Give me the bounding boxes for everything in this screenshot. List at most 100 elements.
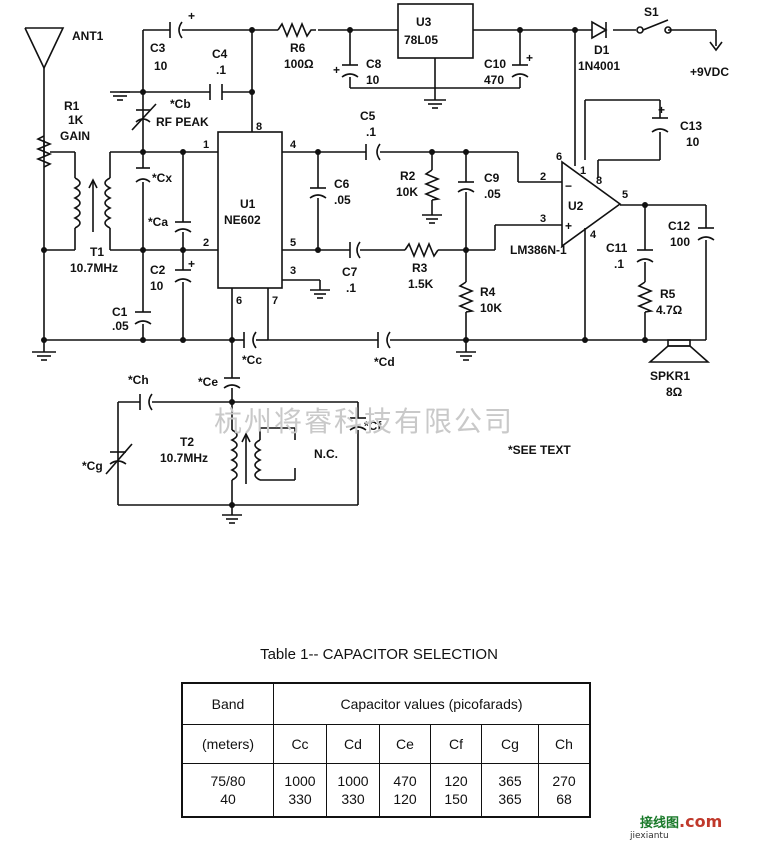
label-d1-ref: D1 bbox=[594, 43, 610, 57]
label-ca: *Ca bbox=[148, 215, 168, 229]
label-c11-ref: C11 bbox=[606, 241, 628, 255]
band-value: 40 bbox=[220, 791, 236, 807]
label-c1-ref: C1 bbox=[112, 305, 128, 319]
label-cd: *Cd bbox=[374, 355, 395, 369]
band-header: Band bbox=[181, 683, 274, 725]
u2-pin6: 6 bbox=[556, 151, 562, 163]
ce-value: 120 bbox=[393, 791, 417, 807]
label-r2-ref: R2 bbox=[400, 169, 416, 183]
column-header-cc: Cc bbox=[273, 724, 327, 764]
band-value: 75/80 bbox=[210, 773, 246, 789]
ce-value: 470 bbox=[393, 773, 417, 789]
label-u1-val: NE602 bbox=[224, 213, 261, 227]
wires bbox=[24, 27, 717, 515]
label-c10-ref: C10 bbox=[484, 57, 506, 71]
label-r6-ref: R6 bbox=[290, 41, 306, 55]
watermark: 杭州将睿科技有限公司 bbox=[214, 405, 515, 438]
label-c3-ref: C3 bbox=[150, 41, 166, 55]
label-r1-ref: R1 bbox=[64, 99, 80, 113]
u2-plus: + bbox=[565, 219, 572, 233]
label-cc: *Cc bbox=[242, 353, 262, 367]
label-t1-val: 10.7MHz bbox=[70, 261, 118, 275]
label-rf-peak: RF PEAK bbox=[156, 115, 209, 129]
c2-plus: + bbox=[188, 257, 195, 271]
label-c7-val: .1 bbox=[346, 281, 356, 295]
label-c13-ref: C13 bbox=[680, 119, 702, 133]
ch-value: 270 bbox=[552, 773, 576, 789]
circuit-schematic: ANT1 R1 1K GAIN C3 10 + C4 .1 R6 100Ω U3… bbox=[24, 3, 729, 524]
label-ant1: ANT1 bbox=[72, 29, 104, 43]
band-unit: (meters) bbox=[181, 724, 274, 764]
label-c8-val: 10 bbox=[366, 73, 380, 87]
label-r4-val: 10K bbox=[480, 301, 502, 315]
band-cell: 75/80 40 bbox=[181, 763, 274, 817]
cd-value: 1000 bbox=[337, 773, 369, 789]
label-d1-val: 1N4001 bbox=[578, 59, 620, 73]
u2-pin4: 4 bbox=[590, 229, 597, 241]
ch-value: 68 bbox=[556, 791, 572, 807]
label-s1-ref: S1 bbox=[644, 5, 659, 19]
label-c9-val: .05 bbox=[484, 187, 501, 201]
capacitor-table: Band Capacitor values (picofarads) (mete… bbox=[181, 682, 591, 818]
label-u2-ref: U2 bbox=[568, 199, 584, 213]
u1-pin7: 7 bbox=[272, 295, 278, 307]
cd-cell: 1000 330 bbox=[326, 763, 380, 817]
label-r1-val: 1K bbox=[68, 113, 84, 127]
site-logo: 接线图.com jiexiantu bbox=[630, 812, 723, 841]
cf-value: 150 bbox=[444, 791, 468, 807]
label-cb: *Cb bbox=[170, 97, 191, 111]
table-title: Table 1-- CAPACITOR SELECTION bbox=[260, 646, 498, 663]
u2-pin1: 1 bbox=[580, 165, 586, 177]
cc-value: 330 bbox=[288, 791, 312, 807]
label-t1-ref: T1 bbox=[90, 245, 104, 259]
label-spkr-val: 8Ω bbox=[666, 385, 683, 399]
logo-main: 接线图 bbox=[640, 816, 680, 831]
junction-dots bbox=[41, 27, 648, 508]
logo-dotcom: .com bbox=[679, 812, 723, 831]
u1-pin6: 6 bbox=[236, 295, 242, 307]
c10-plus: + bbox=[526, 51, 533, 65]
u1-pin4: 4 bbox=[290, 139, 297, 151]
label-nc: N.C. bbox=[314, 447, 338, 461]
cd-value: 330 bbox=[341, 791, 365, 807]
label-cg: *Cg bbox=[82, 459, 103, 473]
label-ch: *Ch bbox=[128, 373, 149, 387]
c8-plus: + bbox=[333, 63, 340, 77]
cg-cell: 365 365 bbox=[481, 763, 539, 817]
label-supply: +9VDC bbox=[690, 65, 729, 79]
label-c3-val: 10 bbox=[154, 59, 168, 73]
label-r5-ref: R5 bbox=[660, 287, 676, 301]
label-c10-val: 470 bbox=[484, 73, 504, 87]
label-spkr-ref: SPKR1 bbox=[650, 369, 690, 383]
label-r2-val: 10K bbox=[396, 185, 418, 199]
cg-value: 365 bbox=[498, 791, 522, 807]
label-u2-val: LM386N-1 bbox=[510, 243, 567, 257]
column-header-ch: Ch bbox=[538, 724, 591, 764]
label-c12-val: 100 bbox=[670, 235, 690, 249]
label-t2-ref: T2 bbox=[180, 435, 194, 449]
label-c9-ref: C9 bbox=[484, 171, 500, 185]
label-c2-val: 10 bbox=[150, 279, 164, 293]
c3-plus: + bbox=[188, 9, 195, 23]
logo-sub: jiexiantu bbox=[630, 831, 669, 841]
label-ce: *Ce bbox=[198, 375, 218, 389]
label-c5-val: .1 bbox=[366, 125, 376, 139]
u2-pin2: 2 bbox=[540, 171, 546, 183]
u2-pin3: 3 bbox=[540, 213, 546, 225]
cc-cell: 1000 330 bbox=[273, 763, 327, 817]
label-r3-val: 1.5K bbox=[408, 277, 434, 291]
cg-value: 365 bbox=[498, 773, 522, 789]
label-c6-val: .05 bbox=[334, 193, 351, 207]
label-r1-gain: GAIN bbox=[60, 129, 90, 143]
label-r4-ref: R4 bbox=[480, 285, 496, 299]
label-cf: *Cf bbox=[364, 419, 382, 433]
c13-plus: + bbox=[658, 103, 665, 117]
label-cx: *Cx bbox=[152, 171, 172, 185]
label-r5-val: 4.7Ω bbox=[656, 303, 683, 317]
label-c1-val: .05 bbox=[112, 319, 129, 333]
ch-cell: 270 68 bbox=[538, 763, 591, 817]
cf-value: 120 bbox=[444, 773, 468, 789]
label-c4-val: .1 bbox=[216, 63, 226, 77]
symbols bbox=[32, 3, 723, 524]
u1-pin8: 8 bbox=[256, 121, 262, 133]
